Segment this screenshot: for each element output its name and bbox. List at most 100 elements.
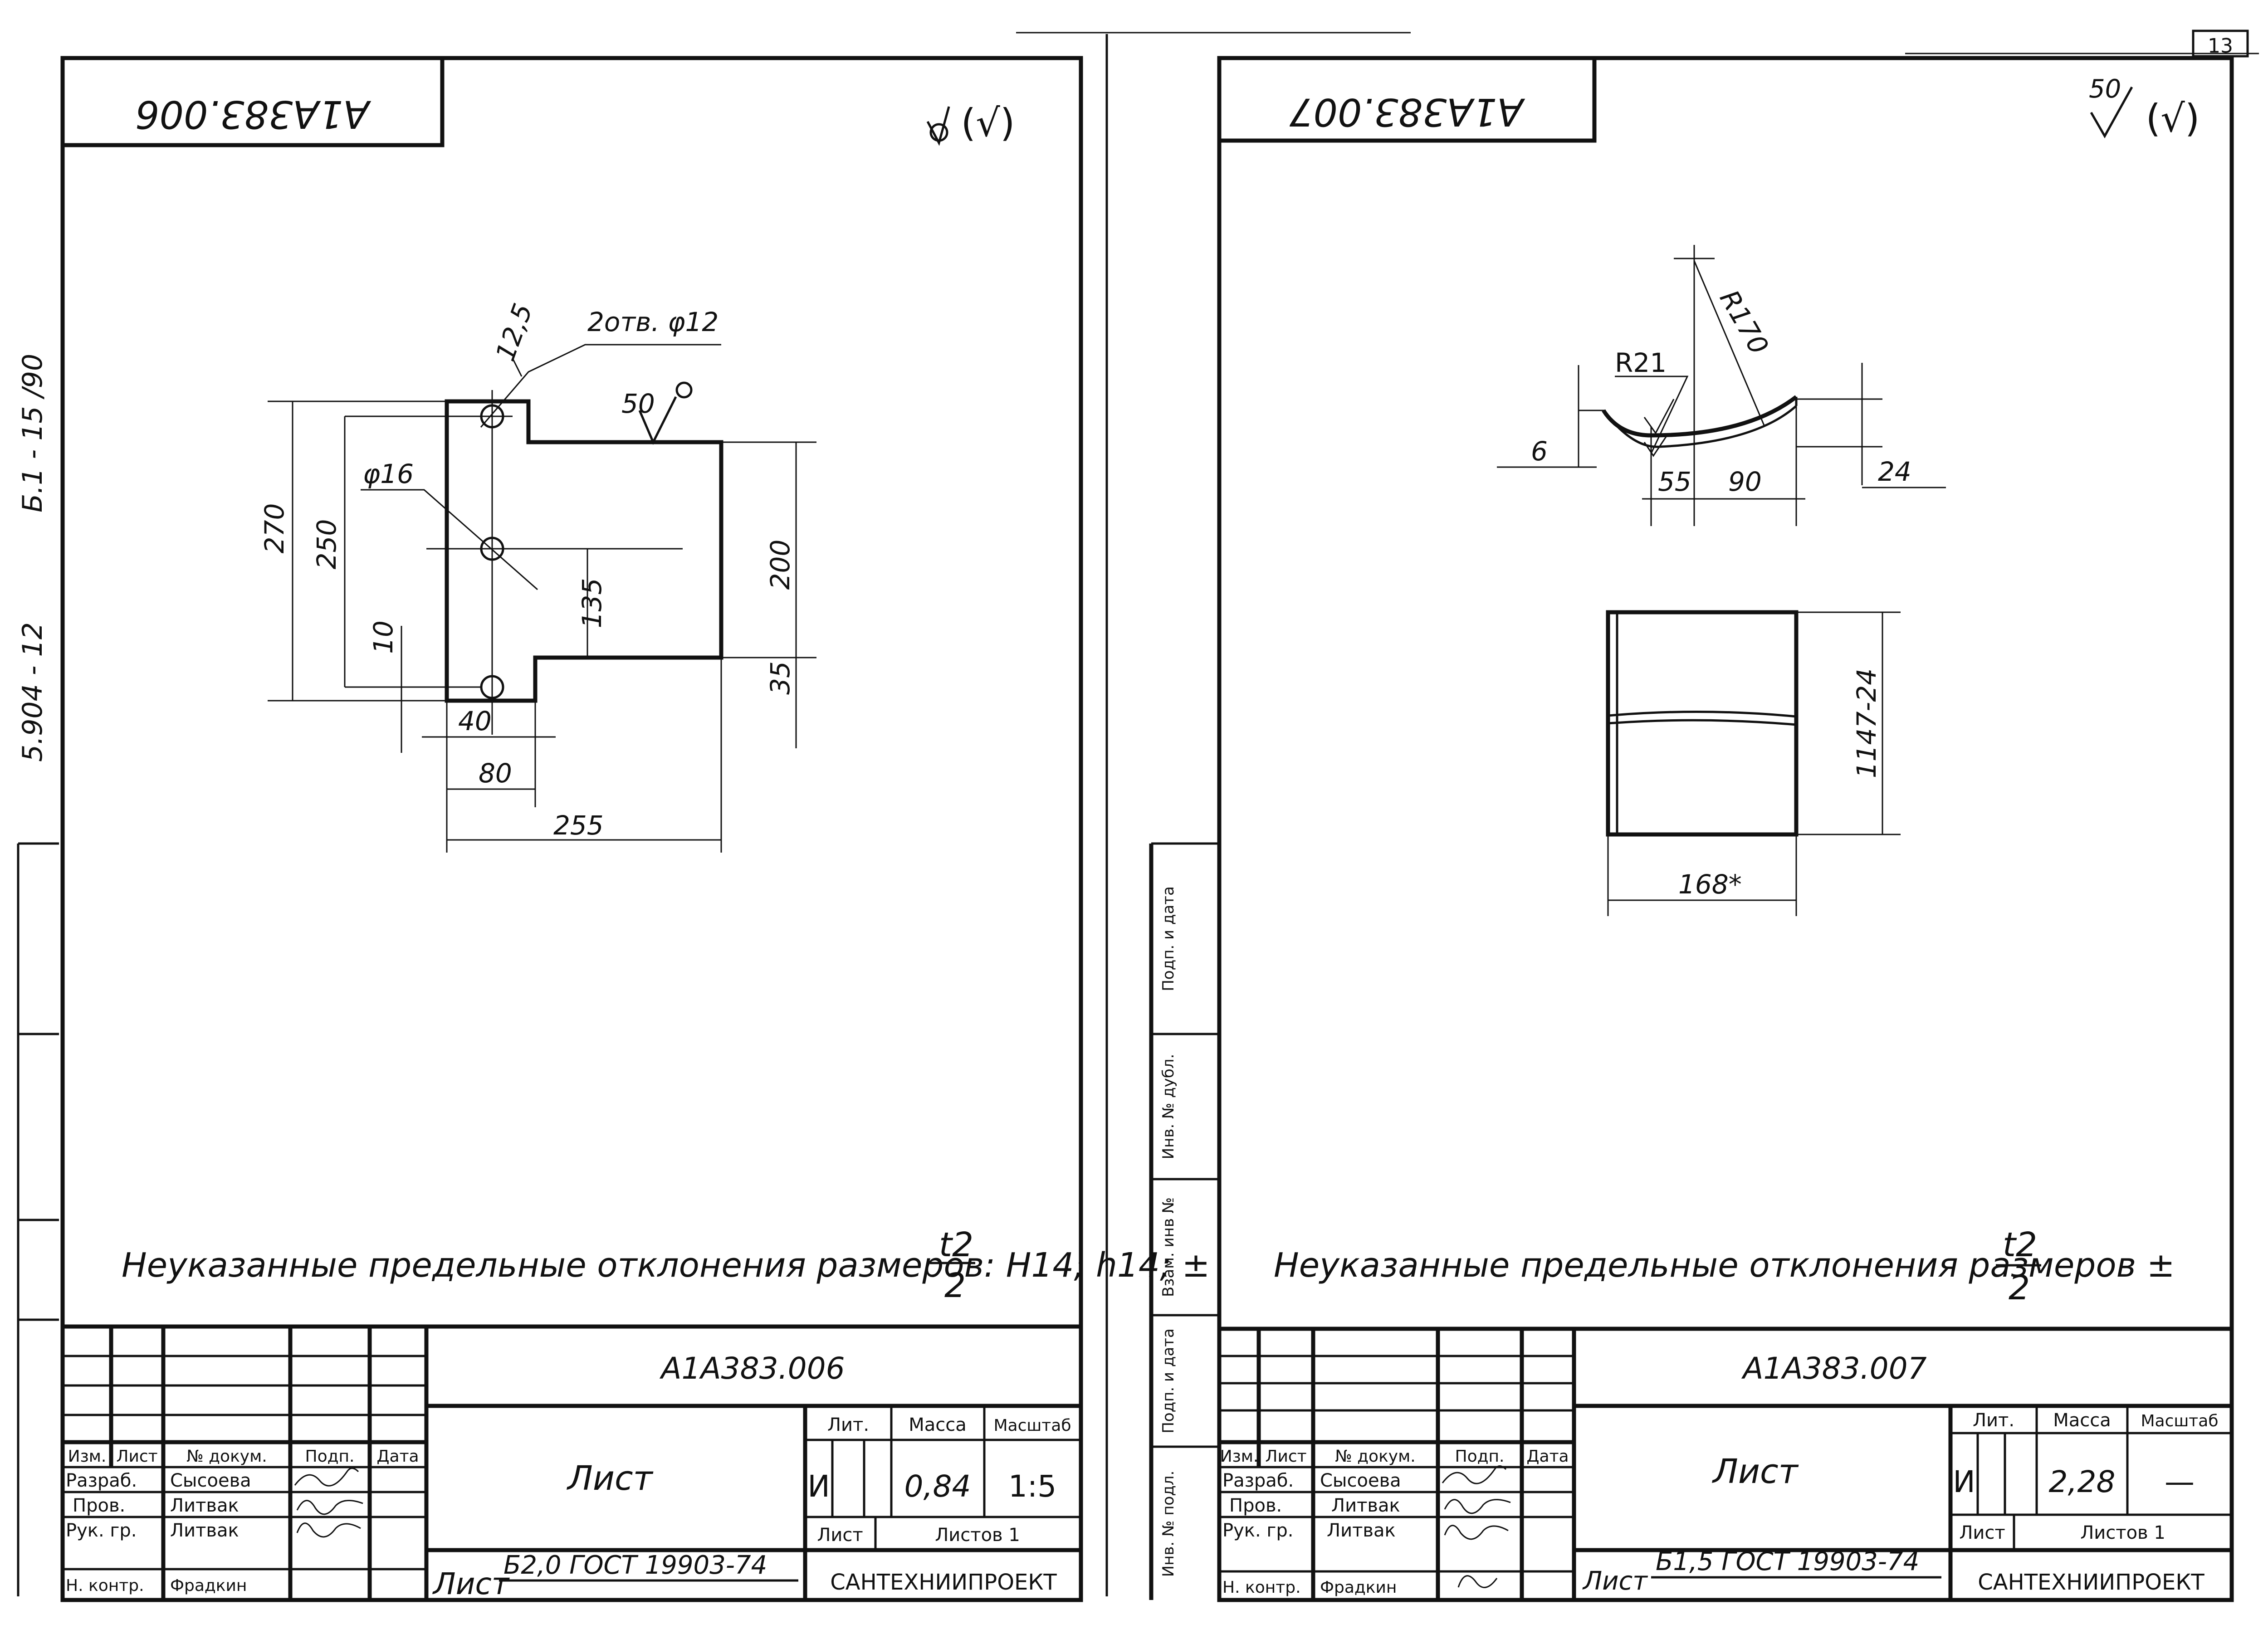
right-dim-r21: R21 xyxy=(1615,347,1667,378)
right-dim-168: 168* xyxy=(1678,869,1742,900)
right-tb-material: Б1,5 ГОСТ 19903-74 xyxy=(1656,1547,1919,1576)
right-dim-24: 24 xyxy=(1878,456,1911,487)
page-number: 13 xyxy=(2208,34,2233,58)
left-code-box xyxy=(63,58,445,147)
left-dimensions xyxy=(268,344,816,853)
right-plan-view xyxy=(1606,610,1901,916)
left-dim-200: 200 xyxy=(765,540,796,590)
left-dim-40: 40 xyxy=(458,706,492,737)
left-tb-role-4: Н. контр. xyxy=(66,1576,144,1595)
left-sheet-frame xyxy=(60,56,1083,1602)
right-sheet-frame xyxy=(1217,56,2234,1602)
right-tb-sheet-label: Лист xyxy=(1959,1522,2005,1543)
left-code-rotated: А1А383.006 xyxy=(135,92,371,137)
svg-text:50: 50 xyxy=(2089,74,2121,104)
stamp-label-5: Инв. № подл. xyxy=(1159,1471,1178,1577)
left-dim-holes: 2отв. φ12 xyxy=(587,307,719,337)
right-tb-h-izm: Изм. xyxy=(1220,1447,1259,1466)
right-title-block xyxy=(1219,1327,2232,1600)
right-tb-scale: — xyxy=(2165,1464,2195,1499)
left-tb-material-prefix: Лист xyxy=(432,1566,510,1601)
right-tb-name-2: Литвак xyxy=(1331,1495,1400,1516)
left-tb-role-1: Разраб. xyxy=(66,1470,137,1491)
right-dim-55: 55 xyxy=(1658,466,1691,497)
right-sheet: Подп. и дата Инв. № дубл. Взам. инв № По… xyxy=(1149,56,2234,1602)
left-tb-role-3: Рук. гр. xyxy=(66,1520,137,1541)
right-tb-sheets-label: Листов 1 xyxy=(2080,1522,2165,1543)
left-holes xyxy=(268,390,683,735)
left-tb-h-list: Лист xyxy=(116,1447,157,1466)
left-tb-name-4: Фрадкин xyxy=(170,1576,247,1595)
right-tb-designation: А1А383.007 xyxy=(1741,1351,1926,1386)
right-tb-org: САНТЕХНИИПРОЕКТ xyxy=(1978,1570,2204,1595)
left-dim-phi16: φ16 xyxy=(363,458,414,489)
right-code-box xyxy=(1219,58,1597,143)
right-tb-role-1: Разраб. xyxy=(1222,1470,1294,1491)
right-tb-lit: И xyxy=(1953,1464,1975,1499)
right-dim-6: 6 xyxy=(1531,436,1548,467)
left-title-block xyxy=(63,1324,1081,1600)
left-tb-name-1: Сысоева xyxy=(170,1470,251,1491)
left-note-frac-top: t2 xyxy=(939,1225,973,1264)
left-tb-mass-label: Масса xyxy=(909,1415,967,1435)
right-tb-part-name: Лист xyxy=(1711,1452,1799,1491)
left-dim-135: 135 xyxy=(577,578,607,629)
left-dim-12-5: 12,5 xyxy=(489,299,538,365)
svg-text:(√): (√) xyxy=(961,101,1015,145)
left-tb-scale-label: Масштаб xyxy=(993,1416,1071,1435)
left-tb-h-data: Дата xyxy=(376,1447,419,1466)
left-tb-h-doc: № докум. xyxy=(186,1447,267,1466)
left-tb-h-izm: Изм. xyxy=(68,1447,107,1466)
right-tb-mass: 2,28 xyxy=(2049,1464,2116,1499)
left-tb-lit: И xyxy=(807,1469,830,1504)
right-tb-h-data: Дата xyxy=(1526,1447,1569,1466)
left-part-outline xyxy=(445,399,723,703)
left-dim-rough50: 50 xyxy=(621,388,655,419)
left-tb-sheets-label: Листов 1 xyxy=(935,1525,1020,1546)
right-tb-name-3: Литвак xyxy=(1327,1520,1396,1541)
right-dim-90: 90 xyxy=(1728,466,1762,497)
left-dim-35: 35 xyxy=(765,661,796,695)
right-dim-r170: R170 xyxy=(1714,285,1774,360)
right-code-rotated: А1А383.007 xyxy=(1289,90,1525,134)
right-tb-name-1: Сысоева xyxy=(1320,1470,1401,1491)
left-tb-mass: 0,84 xyxy=(904,1469,971,1504)
left-tb-org: САНТЕХНИИПРОЕКТ xyxy=(830,1570,1057,1595)
right-roughness-icon: 50 (√) xyxy=(2089,74,2200,141)
stamp-label-3: Взам. инв № xyxy=(1159,1197,1178,1297)
left-tb-designation: А1А383.006 xyxy=(659,1351,845,1386)
stamp-label-2: Инв. № дубл. xyxy=(1159,1054,1178,1160)
right-tb-name-4: Фрадкин xyxy=(1320,1578,1397,1597)
left-tb-name-3: Литвак xyxy=(170,1520,239,1541)
left-tb-sheet-label: Лист xyxy=(817,1525,863,1546)
svg-text:(√): (√) xyxy=(2146,96,2200,141)
stamp-label-1: Подп. и дата xyxy=(1159,886,1178,991)
right-tb-role-4: Н. контр. xyxy=(1222,1578,1301,1597)
left-tb-part-name: Лист xyxy=(566,1459,653,1498)
right-tb-h-doc: № докум. xyxy=(1335,1447,1415,1466)
left-dim-270: 270 xyxy=(259,503,290,554)
left-dim-10: 10 xyxy=(368,620,399,654)
right-tb-material-prefix: Лист xyxy=(1582,1566,1648,1596)
right-dim-1147: 1147-24 xyxy=(1851,668,1882,778)
right-tb-h-podp: Подп. xyxy=(1455,1447,1505,1466)
left-tb-name-2: Литвак xyxy=(170,1495,239,1516)
left-tb-material: Б2,0 ГОСТ 19903-74 xyxy=(503,1551,767,1580)
left-tb-scale: 1:5 xyxy=(1008,1469,1056,1504)
right-tb-mass-label: Масса xyxy=(2053,1410,2111,1431)
left-note-frac-bottom: 2 xyxy=(944,1266,966,1305)
left-tolerance-note: Неуказанные предельные отклонения размер… xyxy=(122,1246,1210,1285)
left-tb-role-2: Пров. xyxy=(73,1495,125,1516)
left-margin-stamp xyxy=(17,842,59,1596)
left-dim-80: 80 xyxy=(479,758,512,789)
left-dim-255: 255 xyxy=(553,810,604,841)
left-dim-250: 250 xyxy=(311,519,342,570)
left-tb-h-podp: Подп. xyxy=(305,1447,355,1466)
right-tb-role-2: Пров. xyxy=(1229,1495,1282,1516)
right-margin-stamp xyxy=(1149,842,1219,1600)
margin-code-bottom: 5.904 - 12 xyxy=(17,622,49,762)
right-tb-scale-label: Масштаб xyxy=(2141,1412,2218,1430)
right-tb-role-3: Рук. гр. xyxy=(1222,1520,1294,1541)
right-tb-lit-label: Лит. xyxy=(1973,1410,2014,1431)
